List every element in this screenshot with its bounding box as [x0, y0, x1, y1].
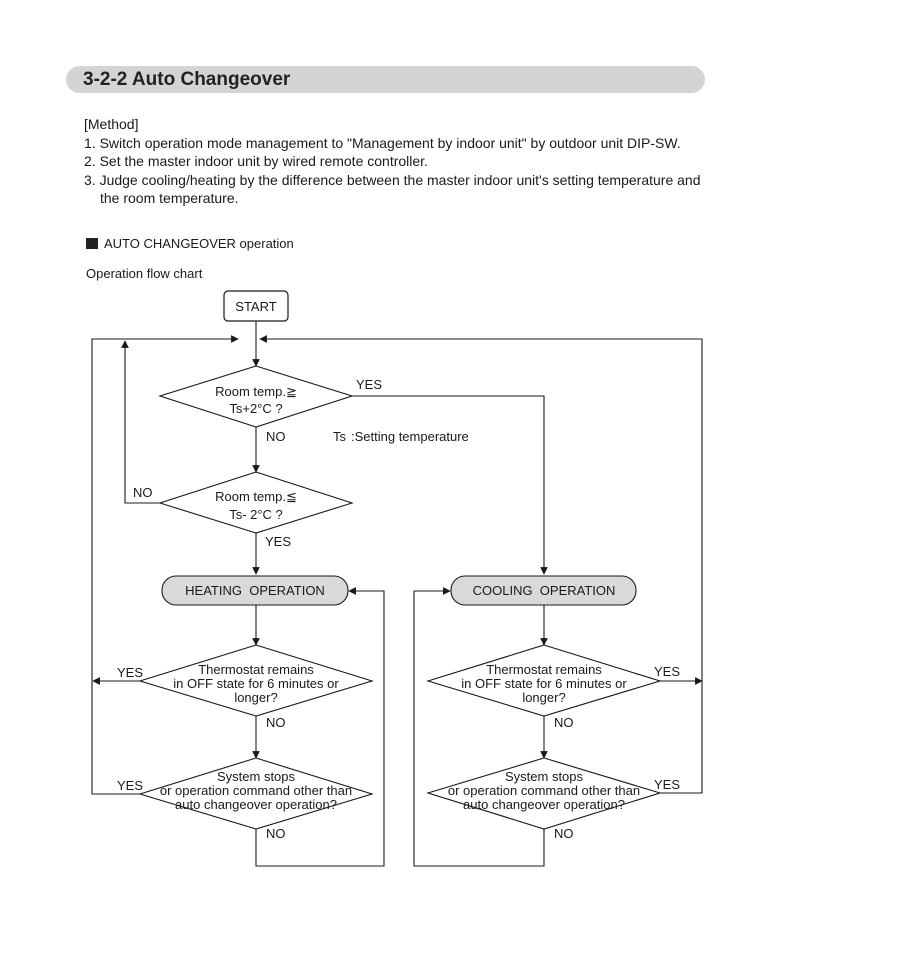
- start-label: START: [235, 299, 276, 314]
- decision1-line2: Ts+2°C ?: [229, 401, 282, 416]
- method-heading: [Method]: [84, 116, 139, 132]
- cooling-thermostat-no-label: NO: [554, 715, 574, 730]
- flow-line: [255, 587, 385, 867]
- heating-thermostat-yes-label: YES: [117, 665, 143, 680]
- cooling-stop-no-label: NO: [554, 826, 574, 841]
- cooling-operation-label: COOLING OPERATION: [473, 583, 616, 598]
- decision2-yes-label: YES: [265, 534, 291, 549]
- flow-line: [259, 335, 703, 794]
- decision1-line1: Room temp.≧: [215, 384, 297, 399]
- decision-heating-thermostat: [138, 644, 374, 717]
- subsection-title: AUTO CHANGEOVER operation: [104, 236, 294, 251]
- decision-room-temp-high: [158, 365, 354, 428]
- section-title-bar: 3-2-2 Auto Changeover: [66, 66, 705, 93]
- decision2-line2: Ts- 2°C ?: [229, 507, 283, 522]
- heating-thermostat-line3: longer?: [234, 690, 277, 705]
- flowchart-title: Operation flow chart: [86, 266, 203, 281]
- cooling-operation-terminal: [450, 575, 637, 606]
- cooling-stop-yes-label: YES: [654, 777, 680, 792]
- heating-thermostat-line1: Thermostat remains: [198, 662, 314, 677]
- decision2-no-label: NO: [133, 485, 153, 500]
- cooling-thermostat-line3: longer?: [522, 690, 565, 705]
- start-terminal: [223, 290, 289, 322]
- cooling-stop-line2: or operation command other than: [448, 783, 640, 798]
- ts-note-symbol: Ts: [333, 429, 347, 444]
- subsection-heading: AUTO CHANGEOVER operation: [86, 236, 294, 251]
- decision2-line1: Room temp.≦: [215, 489, 297, 504]
- heating-stop-no-label: NO: [266, 826, 286, 841]
- decision-cooling-thermostat: [426, 644, 662, 717]
- section-title: 3-2-2 Auto Changeover: [83, 69, 291, 90]
- method-block: [Method] 1. Switch operation mode manage…: [84, 115, 700, 208]
- heating-stop-line3: auto changeover operation?: [175, 797, 337, 812]
- decision-cooling-system-stop: [426, 757, 662, 830]
- method-step-1: 1. Switch operation mode management to "…: [84, 134, 681, 151]
- flow-line: [413, 587, 545, 867]
- method-step-3-continued: the room temperature.: [100, 190, 239, 206]
- flow-line: [352, 395, 548, 575]
- flow-line: [91, 335, 239, 795]
- decision-room-temp-low: [158, 471, 354, 534]
- cooling-stop-line1: System stops: [505, 769, 584, 784]
- method-step-3: 3. Judge cooling/heating by the differen…: [84, 171, 701, 188]
- heating-thermostat-line2: in OFF state for 6 minutes or: [173, 676, 339, 691]
- heating-thermostat-no-label: NO: [266, 715, 286, 730]
- decision1-yes-label: YES: [356, 377, 382, 392]
- ts-note-text: :Setting temperature: [351, 429, 469, 444]
- method-step-2: 2. Set the master indoor unit by wired r…: [84, 153, 428, 169]
- cooling-stop-line3: auto changeover operation?: [463, 797, 625, 812]
- decision1-no-label: NO: [266, 429, 286, 444]
- square-bullet-icon: [86, 238, 98, 249]
- flow-line: [121, 340, 160, 504]
- heating-stop-yes-label: YES: [117, 778, 143, 793]
- heating-stop-line2: or operation command other than: [160, 783, 352, 798]
- heating-stop-line1: System stops: [217, 769, 296, 784]
- cooling-thermostat-yes-label: YES: [654, 664, 680, 679]
- cooling-thermostat-line1: Thermostat remains: [486, 662, 602, 677]
- heating-operation-label: HEATING OPERATION: [185, 583, 325, 598]
- heating-operation-terminal: [161, 575, 349, 606]
- decision-heating-system-stop: [138, 757, 374, 830]
- cooling-thermostat-line2: in OFF state for 6 minutes or: [461, 676, 627, 691]
